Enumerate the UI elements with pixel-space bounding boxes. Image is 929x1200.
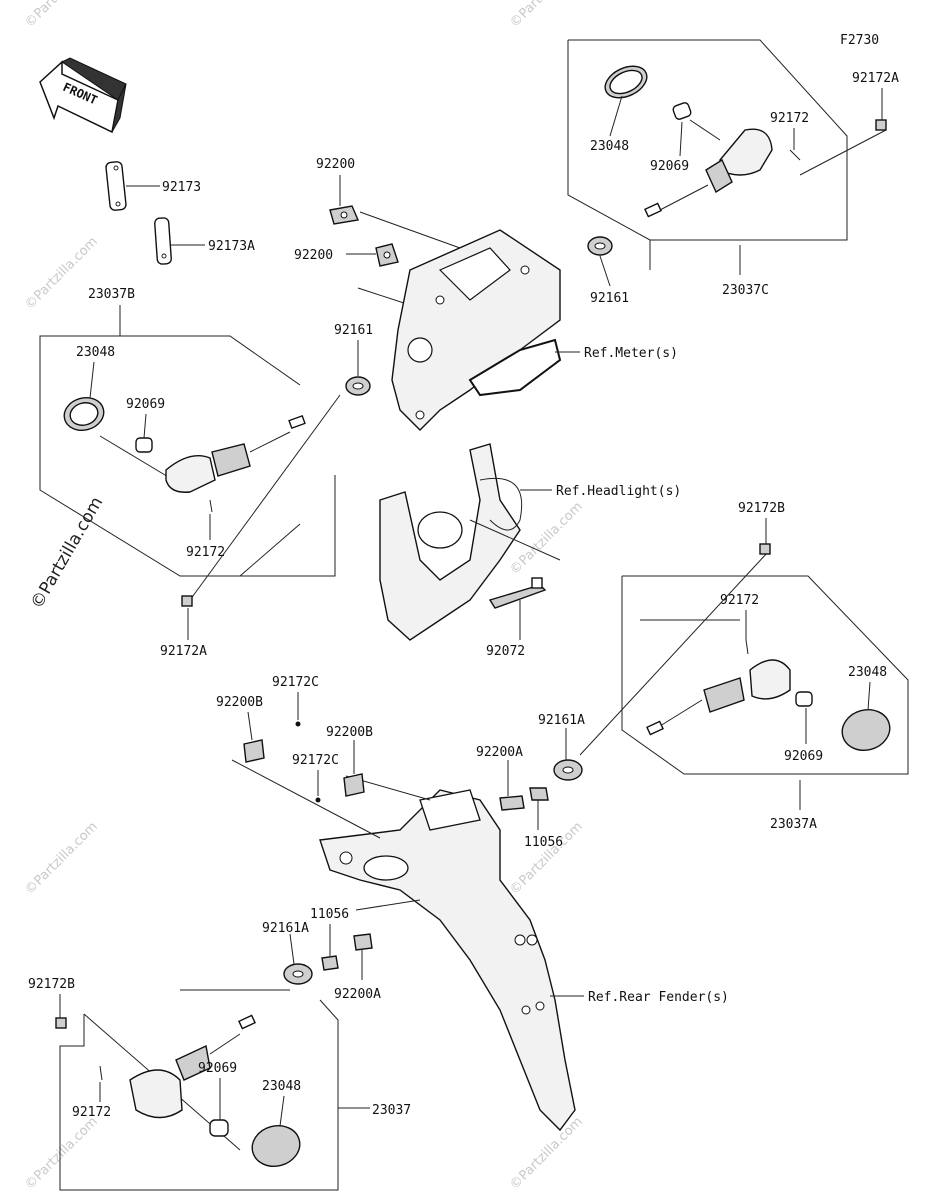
grommet-92161-left (345, 340, 371, 396)
part-23048: 23048 (76, 345, 115, 360)
figure-code: F2730 (840, 33, 879, 48)
meter-bracket (357, 211, 580, 431)
part-92172: 92172 (720, 593, 759, 608)
part-92069: 92069 (650, 159, 689, 174)
part-92200B: 92200B (216, 695, 263, 710)
grommet-92161A-left (283, 933, 313, 985)
part-92069: 92069 (198, 1061, 237, 1076)
part-92172A: 92172A (160, 644, 207, 659)
part-92161A: 92161A (538, 713, 585, 728)
part-92172A: 92172A (852, 71, 899, 86)
washer-92200-top (329, 175, 359, 225)
part-92069: 92069 (784, 749, 823, 764)
front-arrow-icon: FRONT (39, 57, 127, 134)
part-92200B: 92200B (326, 725, 373, 740)
part-92200: 92200 (294, 248, 333, 263)
turn-signal-23037C (567, 39, 887, 275)
part-23037: 23037 (372, 1103, 411, 1118)
part-92172C: 92172C (272, 675, 319, 690)
part-11056: 11056 (310, 907, 349, 922)
strap-92173A (154, 217, 205, 265)
part-92072: 92072 (486, 644, 525, 659)
grommet-92161 (587, 236, 613, 287)
turn-signal-23037 (55, 989, 339, 1191)
ref-headlight: Ref.Headlight(s) (556, 484, 681, 499)
watermark: ©Partzilla.com (507, 819, 586, 898)
part-92172: 92172 (770, 111, 809, 126)
part-92172: 92172 (72, 1105, 111, 1120)
part-92161: 92161 (590, 291, 629, 306)
part-92161A: 92161A (262, 921, 309, 936)
part-92200A: 92200A (476, 745, 523, 760)
part-11056: 11056 (524, 835, 563, 850)
part-92069: 92069 (126, 397, 165, 412)
nut-11056-left (321, 924, 339, 971)
watermark: ©Partzilla.com (507, 499, 586, 578)
part-23037A: 23037A (770, 817, 817, 832)
grommet-92161A (553, 728, 583, 781)
washer-92200-mid (346, 243, 399, 267)
part-92173: 92173 (162, 180, 201, 195)
strap-92173 (105, 161, 160, 211)
watermark: ©Partzilla.com (22, 1114, 101, 1193)
headlight-bracket (379, 443, 561, 641)
part-92172B: 92172B (28, 977, 75, 992)
clip-92200B-a (243, 711, 265, 763)
watermark: ©Partzilla.com (22, 819, 101, 898)
part-92200A: 92200A (334, 987, 381, 1002)
ref-rear-fender: Ref.Rear Fender(s) (588, 990, 729, 1005)
part-23048: 23048 (590, 139, 629, 154)
part-92173A: 92173A (208, 239, 255, 254)
watermark: ©Partzilla.com (22, 0, 101, 31)
washer-92200A-right (499, 760, 549, 830)
watermark: ©Partzilla.com (27, 494, 107, 613)
turn-signal-23037B (39, 305, 341, 607)
part-23037C: 23037C (722, 283, 769, 298)
watermark: ©Partzilla.com (507, 0, 586, 31)
part-23037B: 23037B (88, 287, 135, 302)
washer-92200A-left (353, 933, 373, 980)
part-23048: 23048 (262, 1079, 301, 1094)
part-92172: 92172 (186, 545, 225, 560)
clip-92200B-b (343, 740, 365, 797)
watermark: ©Partzilla.com (507, 1114, 586, 1193)
part-23048: 23048 (848, 665, 887, 680)
part-92161: 92161 (334, 323, 373, 338)
part-92172B: 92172B (738, 501, 785, 516)
part-92200: 92200 (316, 157, 355, 172)
part-92172C: 92172C (292, 753, 339, 768)
ref-meter: Ref.Meter(s) (584, 346, 678, 361)
rear-fender (231, 759, 584, 1132)
turn-signal-23037A (579, 543, 909, 810)
